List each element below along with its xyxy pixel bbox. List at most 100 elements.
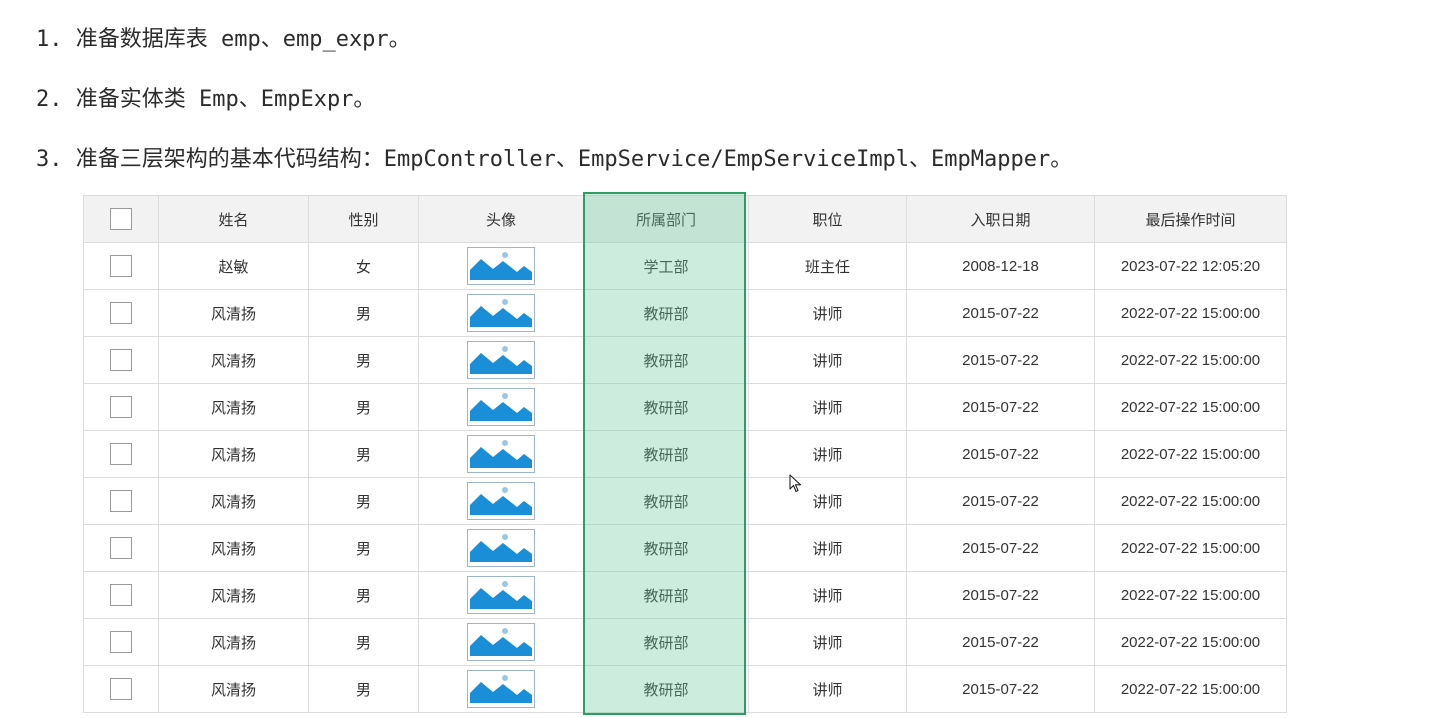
cell-department: 教研部 bbox=[583, 618, 749, 666]
cell-job: 班主任 bbox=[748, 242, 907, 290]
cell-update-time: 2022-07-22 15:00:00 bbox=[1094, 618, 1287, 666]
step-item: 3. 准备三层架构的基本代码结构：EmpController、EmpServic… bbox=[36, 147, 1073, 172]
header-job: 职位 bbox=[748, 195, 907, 243]
cell-department: 教研部 bbox=[583, 477, 749, 525]
row-checkbox[interactable] bbox=[110, 443, 132, 465]
cell-entry-date: 2015-07-22 bbox=[906, 477, 1095, 525]
select-all-checkbox[interactable] bbox=[110, 208, 132, 230]
cell-department: 学工部 bbox=[583, 242, 749, 290]
row-select-cell[interactable] bbox=[83, 336, 159, 384]
row-select-cell[interactable] bbox=[83, 477, 159, 525]
row-checkbox[interactable] bbox=[110, 584, 132, 606]
cell-department: 教研部 bbox=[583, 524, 749, 572]
cell-avatar bbox=[418, 618, 584, 666]
cell-gender: 男 bbox=[308, 383, 419, 431]
cell-gender: 男 bbox=[308, 571, 419, 619]
row-checkbox[interactable] bbox=[110, 302, 132, 324]
image-placeholder-icon bbox=[467, 247, 535, 285]
cell-update-time: 2022-07-22 15:00:00 bbox=[1094, 524, 1287, 572]
cell-entry-date: 2015-07-22 bbox=[906, 524, 1095, 572]
cell-avatar bbox=[418, 430, 584, 478]
mouse-pointer-icon bbox=[789, 474, 803, 494]
header-department: 所属部门 bbox=[583, 195, 749, 243]
cell-department: 教研部 bbox=[583, 571, 749, 619]
cell-job: 讲师 bbox=[748, 289, 907, 337]
cell-job: 讲师 bbox=[748, 383, 907, 431]
cell-job: 讲师 bbox=[748, 524, 907, 572]
cell-name: 风清扬 bbox=[158, 665, 309, 713]
row-select-cell[interactable] bbox=[83, 289, 159, 337]
row-select-cell[interactable] bbox=[83, 524, 159, 572]
row-checkbox[interactable] bbox=[110, 490, 132, 512]
cell-entry-date: 2015-07-22 bbox=[906, 665, 1095, 713]
cell-job: 讲师 bbox=[748, 665, 907, 713]
cell-gender: 男 bbox=[308, 336, 419, 384]
row-checkbox[interactable] bbox=[110, 537, 132, 559]
row-checkbox[interactable] bbox=[110, 678, 132, 700]
row-checkbox[interactable] bbox=[110, 396, 132, 418]
row-select-cell[interactable] bbox=[83, 242, 159, 290]
cell-name: 风清扬 bbox=[158, 430, 309, 478]
cell-name: 风清扬 bbox=[158, 477, 309, 525]
cell-update-time: 2022-07-22 15:00:00 bbox=[1094, 665, 1287, 713]
cell-avatar bbox=[418, 383, 584, 431]
cell-entry-date: 2015-07-22 bbox=[906, 289, 1095, 337]
row-select-cell[interactable] bbox=[83, 383, 159, 431]
cell-job: 讲师 bbox=[748, 618, 907, 666]
cell-name: 风清扬 bbox=[158, 383, 309, 431]
row-select-cell[interactable] bbox=[83, 430, 159, 478]
image-placeholder-icon bbox=[467, 341, 535, 379]
cell-department: 教研部 bbox=[583, 665, 749, 713]
header-select-all[interactable] bbox=[83, 195, 159, 243]
cell-name: 风清扬 bbox=[158, 571, 309, 619]
cell-entry-date: 2015-07-22 bbox=[906, 430, 1095, 478]
cell-job: 讲师 bbox=[748, 336, 907, 384]
cell-update-time: 2022-07-22 15:00:00 bbox=[1094, 477, 1287, 525]
cell-entry-date: 2015-07-22 bbox=[906, 618, 1095, 666]
cell-job: 讲师 bbox=[748, 430, 907, 478]
cell-name: 风清扬 bbox=[158, 524, 309, 572]
row-checkbox[interactable] bbox=[110, 255, 132, 277]
cell-name: 赵敏 bbox=[158, 242, 309, 290]
image-placeholder-icon bbox=[467, 388, 535, 426]
image-placeholder-icon bbox=[467, 529, 535, 567]
image-placeholder-icon bbox=[467, 670, 535, 708]
header-avatar: 头像 bbox=[418, 195, 584, 243]
row-select-cell[interactable] bbox=[83, 618, 159, 666]
cell-job: 讲师 bbox=[748, 477, 907, 525]
cell-gender: 男 bbox=[308, 665, 419, 713]
cell-gender: 女 bbox=[308, 242, 419, 290]
cell-entry-date: 2015-07-22 bbox=[906, 336, 1095, 384]
row-checkbox[interactable] bbox=[110, 349, 132, 371]
cell-entry-date: 2015-07-22 bbox=[906, 571, 1095, 619]
cell-avatar bbox=[418, 289, 584, 337]
cell-entry-date: 2008-12-18 bbox=[906, 242, 1095, 290]
cell-gender: 男 bbox=[308, 524, 419, 572]
cell-update-time: 2023-07-22 12:05:20 bbox=[1094, 242, 1287, 290]
image-placeholder-icon bbox=[467, 294, 535, 332]
cell-update-time: 2022-07-22 15:00:00 bbox=[1094, 289, 1287, 337]
row-select-cell[interactable] bbox=[83, 571, 159, 619]
cell-update-time: 2022-07-22 15:00:00 bbox=[1094, 383, 1287, 431]
cell-avatar bbox=[418, 571, 584, 619]
cell-department: 教研部 bbox=[583, 289, 749, 337]
table-header-row: 姓名 性别 头像 所属部门 职位 入职日期 最后操作时间 bbox=[83, 195, 1287, 243]
row-select-cell[interactable] bbox=[83, 665, 159, 713]
step-item: 2. 准备实体类 Emp、EmpExpr。 bbox=[36, 87, 376, 112]
cell-department: 教研部 bbox=[583, 383, 749, 431]
step-list: 1. 准备数据库表 emp、emp_expr。 2. 准备实体类 Emp、Emp… bbox=[36, 22, 1072, 202]
cell-avatar bbox=[418, 242, 584, 290]
row-checkbox[interactable] bbox=[110, 631, 132, 653]
cell-update-time: 2022-07-22 15:00:00 bbox=[1094, 430, 1287, 478]
header-update-time: 最后操作时间 bbox=[1094, 195, 1287, 243]
cell-update-time: 2022-07-22 15:00:00 bbox=[1094, 571, 1287, 619]
cell-avatar bbox=[418, 524, 584, 572]
header-name: 姓名 bbox=[158, 195, 309, 243]
